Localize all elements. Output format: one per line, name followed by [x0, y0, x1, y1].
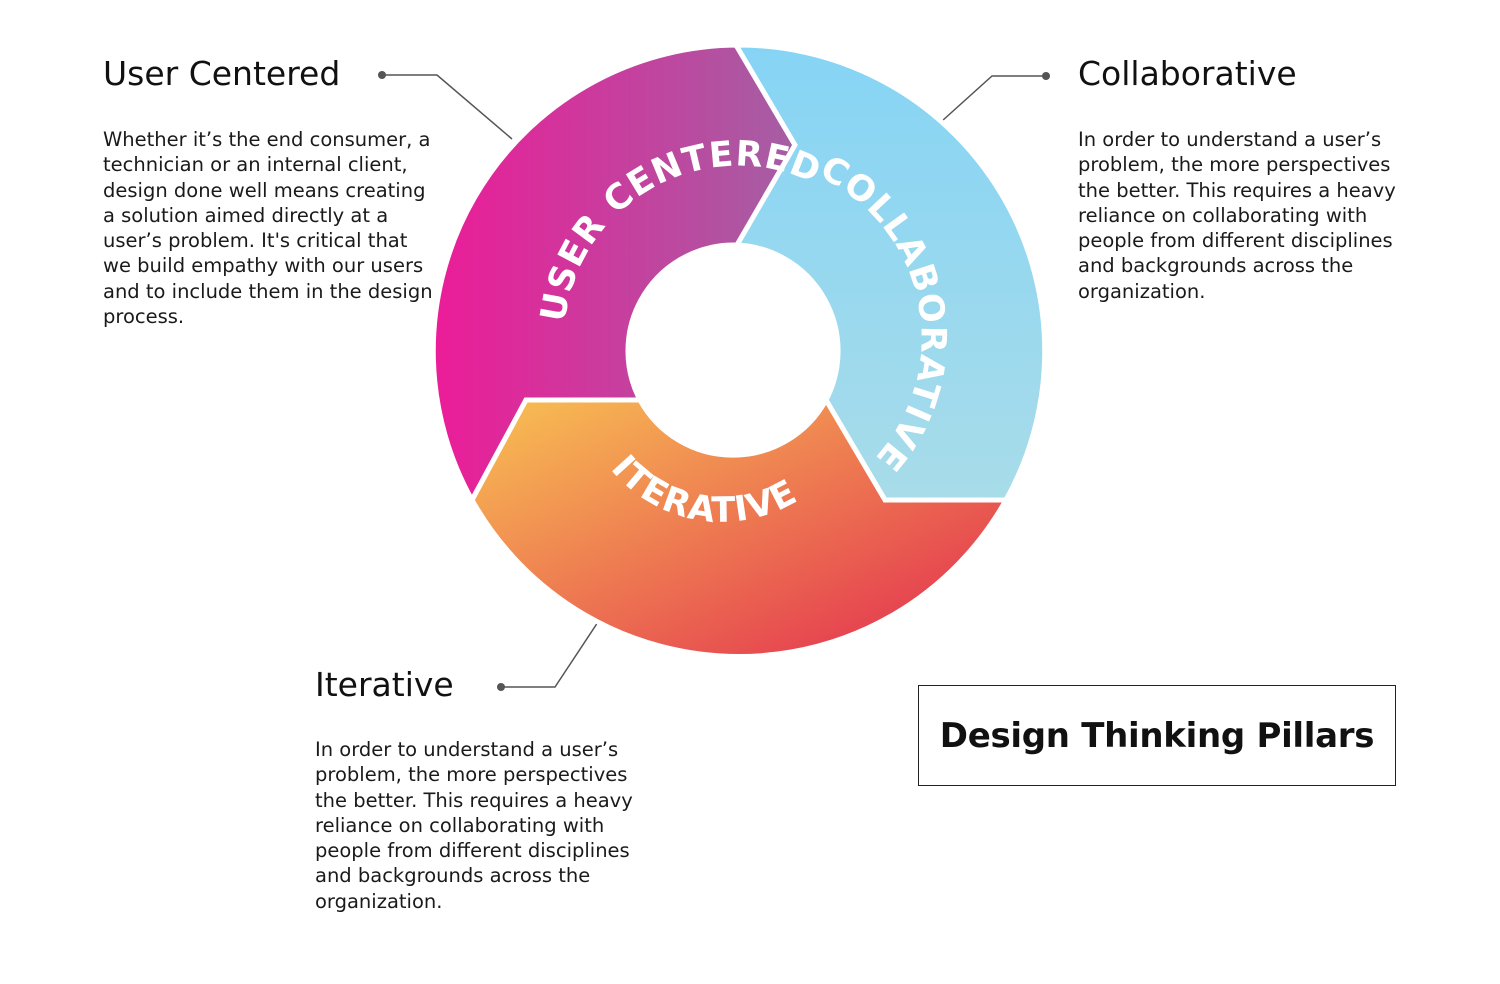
- ring-center-hole: [632, 247, 840, 455]
- connector-dot-collaborative: [1042, 72, 1050, 80]
- diagram-title: Design Thinking Pillars: [939, 715, 1375, 756]
- connector-user-centered: [382, 74, 513, 140]
- iterative-description: In order to understand a user’s problem,…: [315, 738, 633, 913]
- ring-segment-iterative: [469, 394, 1011, 659]
- collaborative-heading: Collaborative: [1078, 54, 1297, 93]
- user-centered-heading: User Centered: [103, 54, 341, 93]
- collaborative-description: In order to understand a user’s problem,…: [1078, 128, 1396, 303]
- connector-lines: [382, 74, 1046, 688]
- connector-collaborative: [941, 75, 1046, 122]
- connector-iterative: [501, 621, 599, 688]
- user-centered-description: Whether it’s the end consumer, a technic…: [103, 128, 433, 329]
- title-box: Design Thinking Pillars: [918, 685, 1396, 786]
- connector-dot-iterative: [497, 683, 505, 691]
- connector-dot-user-centered: [378, 71, 386, 79]
- connector-dots: [378, 71, 1050, 691]
- iterative-heading: Iterative: [315, 665, 454, 704]
- ring-segment-user-centered: [430, 42, 798, 506]
